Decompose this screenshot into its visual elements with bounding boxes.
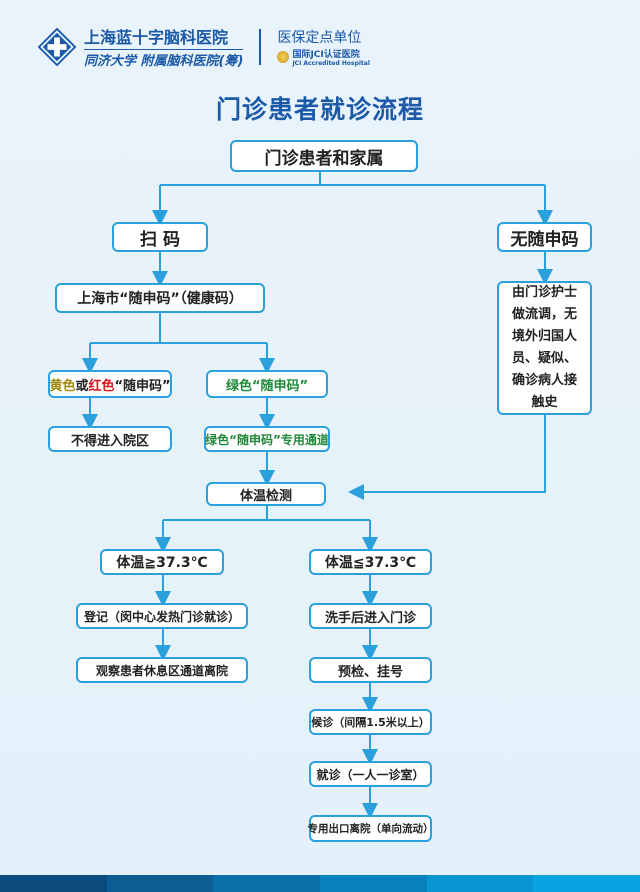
node-wait: 候诊（间隔1.5米以上）: [309, 709, 432, 735]
node-temp-check: 体温检测: [206, 482, 326, 506]
connector: [160, 172, 545, 186]
color-band: [106, 875, 214, 892]
node-observe: 观察患者休息区通道离院: [76, 657, 248, 683]
color-band: [533, 875, 640, 892]
node-consult: 就诊（一人一诊室）: [309, 761, 432, 787]
header-divider: [259, 28, 262, 65]
color-band: [320, 875, 427, 892]
code-label: “随申码”: [114, 378, 171, 394]
hospital-name: 上海蓝十字脑科医院: [84, 24, 244, 50]
node-green-channel: 绿色“随申码”专用通道: [204, 426, 330, 452]
footer-color-bands: [0, 875, 640, 892]
connector: [163, 506, 370, 521]
node-start: 门诊患者和家属: [230, 140, 418, 172]
insurance-label: 医保定点单位: [277, 29, 362, 46]
node-scan: 扫 码: [112, 222, 208, 252]
page-title: 门诊患者就诊流程: [215, 95, 424, 124]
jci-seal-icon: [277, 50, 290, 63]
node-temp-low: 体温≦37.3℃: [309, 549, 432, 575]
arrow: [348, 415, 546, 500]
color-band: [426, 875, 534, 892]
affiliation-suffix: 附属脑科医院(筹): [140, 54, 244, 69]
jci-cn: 国际JCI认证医院: [292, 49, 360, 60]
node-no-code: 无随申码: [497, 222, 592, 252]
node-wash: 洗手后进入门诊: [309, 603, 432, 629]
node-pretriage: 预检、挂号: [309, 657, 432, 683]
header: 上海蓝十字脑科医院 同济大学 附属脑科医院(筹) 医保定点单位 国际JCI认证医…: [38, 24, 370, 69]
color-band: [0, 875, 107, 892]
color-band: [213, 875, 321, 892]
node-health-code: 上海市“随申码”（健康码）: [55, 283, 265, 313]
node-exit: 专用出口离院（单向流动）: [308, 815, 434, 842]
node-register: 登记（闵中心发热门诊就诊）: [76, 603, 248, 629]
affiliation-prefix: 同济大学: [84, 54, 137, 69]
node-no-entry: 不得进入院区: [48, 426, 172, 452]
yellow-label: 黄色: [49, 378, 76, 394]
hospital-logo-icon: [38, 27, 76, 66]
node-green-code: 绿色“随申码”: [206, 370, 328, 398]
jci-en: JCI Accredited Hospital: [292, 59, 370, 67]
node-temp-high: 体温≧37.3℃: [100, 549, 224, 575]
node-yellow-red: 黄色或红色“随申码”: [48, 370, 172, 398]
or-label: 或: [75, 378, 89, 394]
red-label: 红色: [88, 378, 115, 394]
node-nurse-survey: 由门诊护士做流调，无境外归国人员、疑似、确诊病人接触史: [497, 281, 592, 415]
connector: [90, 313, 267, 344]
